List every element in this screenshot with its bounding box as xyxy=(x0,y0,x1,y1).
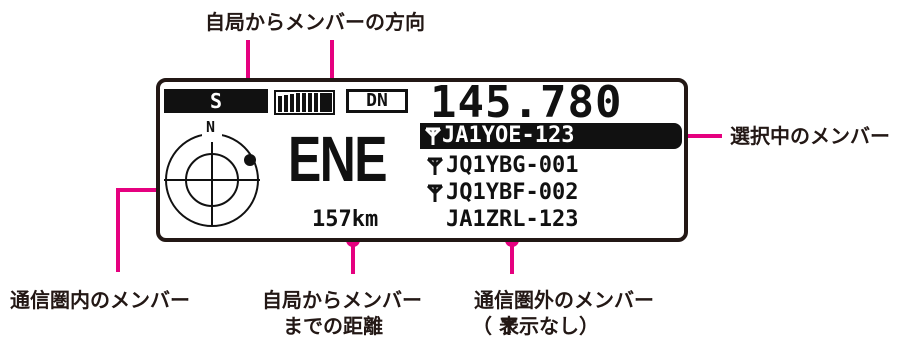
signal-bar-graph xyxy=(274,90,335,115)
member-direction-dot xyxy=(244,154,256,166)
dn-mode-indicator: DN xyxy=(346,89,408,113)
selected-callout-label: 選択中のメンバー xyxy=(730,124,890,148)
s-meter-label: S xyxy=(164,89,268,113)
heading-readout: ENE xyxy=(288,123,388,195)
member-row: JA1ZRL-123 xyxy=(446,207,578,233)
frequency-readout: 145.780 xyxy=(430,77,623,128)
member-row: JQ1YBF-002 xyxy=(424,180,578,206)
member-call: JQ1YBG-001 xyxy=(446,153,579,178)
member-call: JA1ZRL-123 xyxy=(446,207,579,232)
distance-callout-label-line2: までの距離 xyxy=(283,314,383,338)
member-call: JA1YOE-123 xyxy=(442,123,575,148)
in-range-callout-label: 通信圏内のメンバー xyxy=(10,288,190,312)
member-call: JQ1YBF-002 xyxy=(446,180,579,205)
out-range-callout-label-line1: 通信圏外のメンバー xyxy=(474,288,654,312)
out-range-callout-label-line2: （ 表示なし） xyxy=(472,314,599,338)
member-row-selected: JA1YOE-123 xyxy=(420,123,682,149)
antenna-icon xyxy=(426,157,444,175)
compass-icon xyxy=(164,126,260,227)
direction-callout-label: 自局からメンバーの方向 xyxy=(205,10,425,34)
member-row: JQ1YBG-001 xyxy=(424,153,578,179)
compass-north-label: N xyxy=(206,118,216,136)
distance-readout: 157km xyxy=(312,207,379,232)
antenna-icon xyxy=(426,184,444,202)
distance-callout-label-line1: 自局からメンバー xyxy=(262,288,422,312)
antenna-icon xyxy=(424,127,442,145)
antenna-icon-legend xyxy=(500,317,518,335)
